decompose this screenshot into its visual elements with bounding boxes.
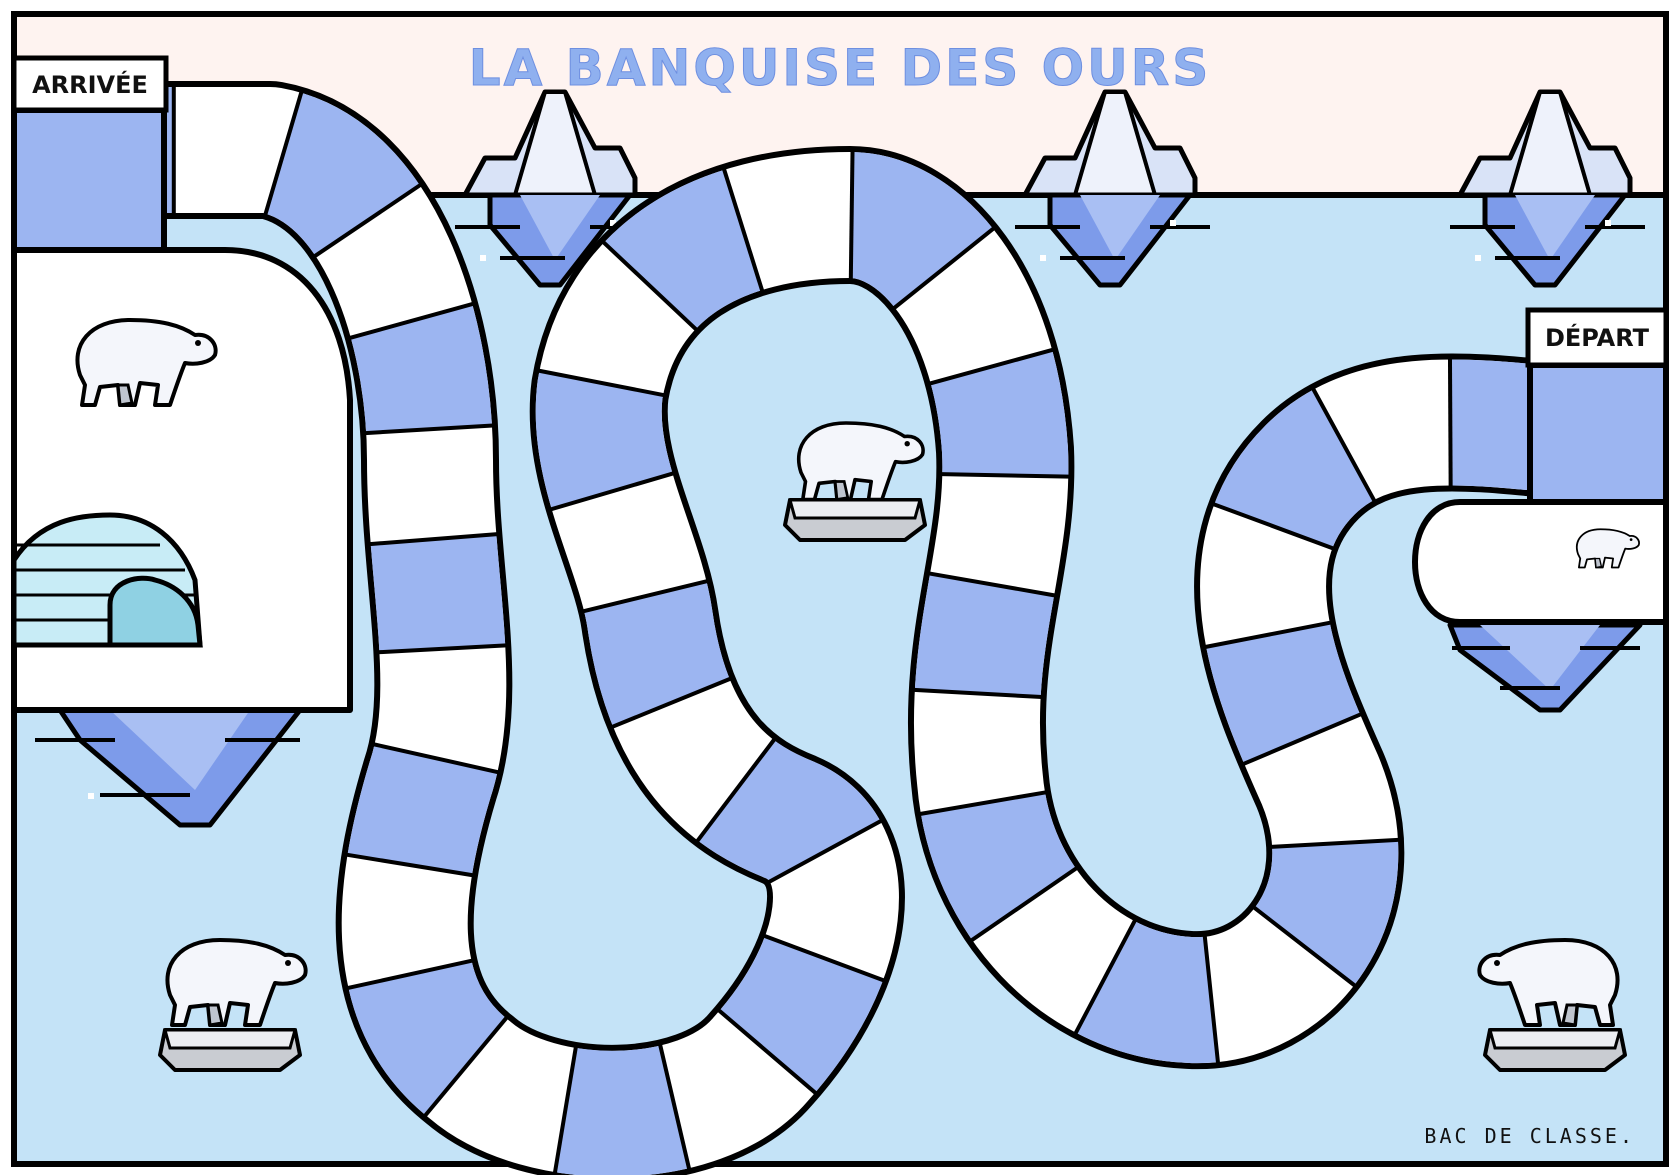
tile-divider [919, 790, 1047, 816]
tile-divider [695, 738, 777, 843]
finish-square [11, 107, 167, 253]
tile-divider [1311, 387, 1377, 502]
tile-divider [1073, 919, 1137, 1035]
tile-divider [378, 643, 507, 655]
tile-divider [601, 240, 698, 332]
tile-divider [1212, 502, 1335, 551]
tile-divider [611, 676, 732, 729]
tile-divider [658, 1044, 692, 1170]
tile-divider [1447, 358, 1453, 487]
tile-divider [550, 471, 675, 512]
tile-divider [263, 91, 304, 216]
tile-divider [347, 958, 473, 991]
tile-divider [346, 852, 474, 878]
tile-divider [717, 1008, 818, 1095]
tile-divider [970, 866, 1078, 943]
iceberg-icon [35, 707, 303, 828]
tile-divider [722, 168, 765, 292]
tile-divider [929, 347, 1054, 386]
credit-signature: BAC DE CLASSE. [1424, 1124, 1635, 1148]
tile-divider [763, 933, 885, 983]
tile-divider [892, 226, 996, 310]
tile-divider [349, 301, 474, 340]
tile-divider [423, 1016, 509, 1118]
start-label: DÉPART [1545, 323, 1650, 352]
tile-divider [913, 687, 1042, 700]
tile-divider [848, 150, 855, 280]
tile-divider [1271, 837, 1400, 849]
tile-divider [373, 742, 499, 775]
finish-label-box [11, 55, 169, 113]
tile-divider [538, 368, 665, 398]
tile-divider [1242, 712, 1362, 766]
tile-divider [1202, 935, 1221, 1064]
tile-divider [313, 183, 422, 258]
start-label-box [1525, 307, 1669, 368]
start-square [1527, 362, 1669, 505]
tile-divider [941, 472, 1070, 479]
tile-divider [582, 579, 708, 614]
finish-label: ARRIVÉE [32, 70, 148, 99]
game-path [14, 81, 1567, 1175]
tile-divider [767, 819, 883, 884]
tile-divider [369, 532, 498, 547]
tile-divider [1252, 905, 1357, 988]
departure-ice-shelf [1412, 499, 1669, 625]
game-title: LA BANQUISE DES OURS [469, 39, 1212, 97]
tile-divider [928, 571, 1056, 598]
tile-divider [1204, 620, 1332, 649]
igloo-icon [11, 512, 203, 650]
tile-dividers [61, 86, 1453, 1174]
tile-divider [552, 1046, 578, 1174]
tile-divider [365, 423, 494, 436]
